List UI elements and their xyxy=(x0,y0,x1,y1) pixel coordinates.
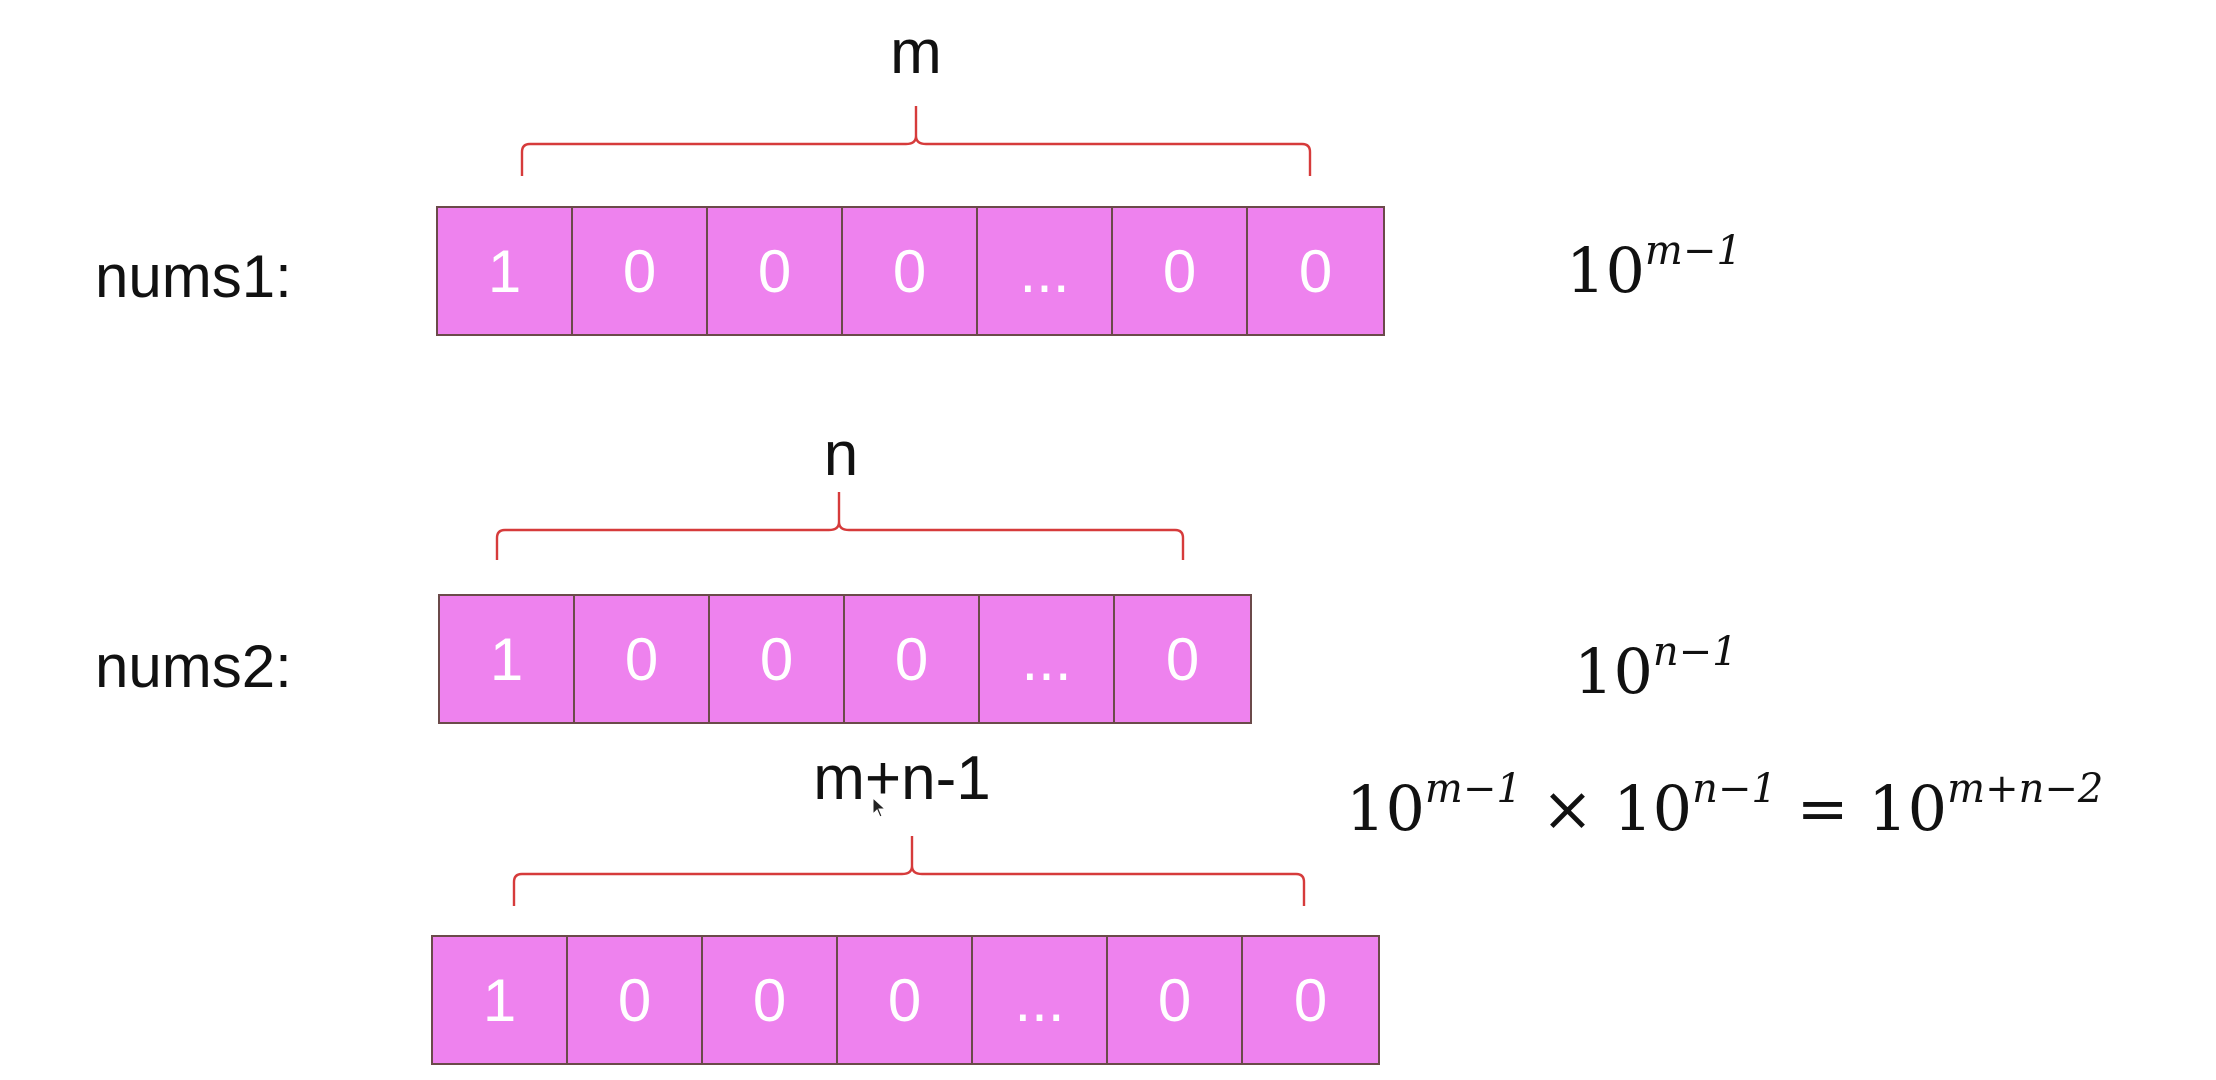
nums2-array: 1 0 0 0 ... 0 xyxy=(438,594,1252,724)
array-cell: 0 xyxy=(843,208,978,334)
brace-label-n: n xyxy=(823,420,859,489)
formula-base: 10 xyxy=(1566,234,1645,307)
formula-nums1: 10m−1 xyxy=(1566,231,1742,307)
array-cell: 0 xyxy=(703,937,838,1063)
array-cell: 1 xyxy=(433,937,568,1063)
nums2-label: nums2: xyxy=(95,633,292,700)
mouse-cursor-icon xyxy=(872,797,887,818)
array-cell: 0 xyxy=(1115,596,1250,722)
formula-base: 10 xyxy=(1574,635,1653,708)
array-cell: 1 xyxy=(438,208,573,334)
brace-n xyxy=(495,492,1185,560)
formula-exponent: m−1 xyxy=(1644,228,1742,274)
formula-exponent: n−1 xyxy=(1652,629,1738,675)
array-cell: 1 xyxy=(440,596,575,722)
array-cell: 0 xyxy=(708,208,843,334)
array-cell: ... xyxy=(978,208,1113,334)
array-cell: ... xyxy=(980,596,1115,722)
array-cell: 0 xyxy=(838,937,973,1063)
array-cell: 0 xyxy=(568,937,703,1063)
result-array: 1 0 0 0 ... 0 0 xyxy=(431,935,1380,1065)
times-operator: × xyxy=(1541,772,1594,845)
brace-m-plus-n-minus-1 xyxy=(512,836,1306,906)
array-cell: 0 xyxy=(1248,208,1383,334)
array-cell: 0 xyxy=(710,596,845,722)
formula-exponent: m−1 xyxy=(1424,766,1522,812)
formula-exponent: n−1 xyxy=(1692,766,1777,812)
brace-label-m: m xyxy=(890,18,942,87)
array-cell: ... xyxy=(973,937,1108,1063)
formula-exponent: m+n−2 xyxy=(1947,766,2104,812)
formula-base: 10 xyxy=(1346,772,1425,845)
array-cell: 0 xyxy=(573,208,708,334)
nums1-label: nums1: xyxy=(95,243,292,310)
formula-nums2: 10n−1 xyxy=(1574,632,1738,708)
formula-product: 10m−1 × 10n−1 = 10m+n−2 xyxy=(1346,769,2103,845)
array-cell: 0 xyxy=(1108,937,1243,1063)
nums1-array: 1 0 0 0 ... 0 0 xyxy=(436,206,1385,336)
equals-operator: = xyxy=(1796,772,1849,845)
formula-base: 10 xyxy=(1868,772,1948,845)
array-cell: 0 xyxy=(575,596,710,722)
array-cell: 0 xyxy=(845,596,980,722)
array-cell: 0 xyxy=(1243,937,1378,1063)
brace-label-m-plus-n-minus-1: m+n-1 xyxy=(813,744,991,813)
brace-m xyxy=(520,106,1312,176)
array-cell: 0 xyxy=(1113,208,1248,334)
formula-base: 10 xyxy=(1613,772,1693,845)
